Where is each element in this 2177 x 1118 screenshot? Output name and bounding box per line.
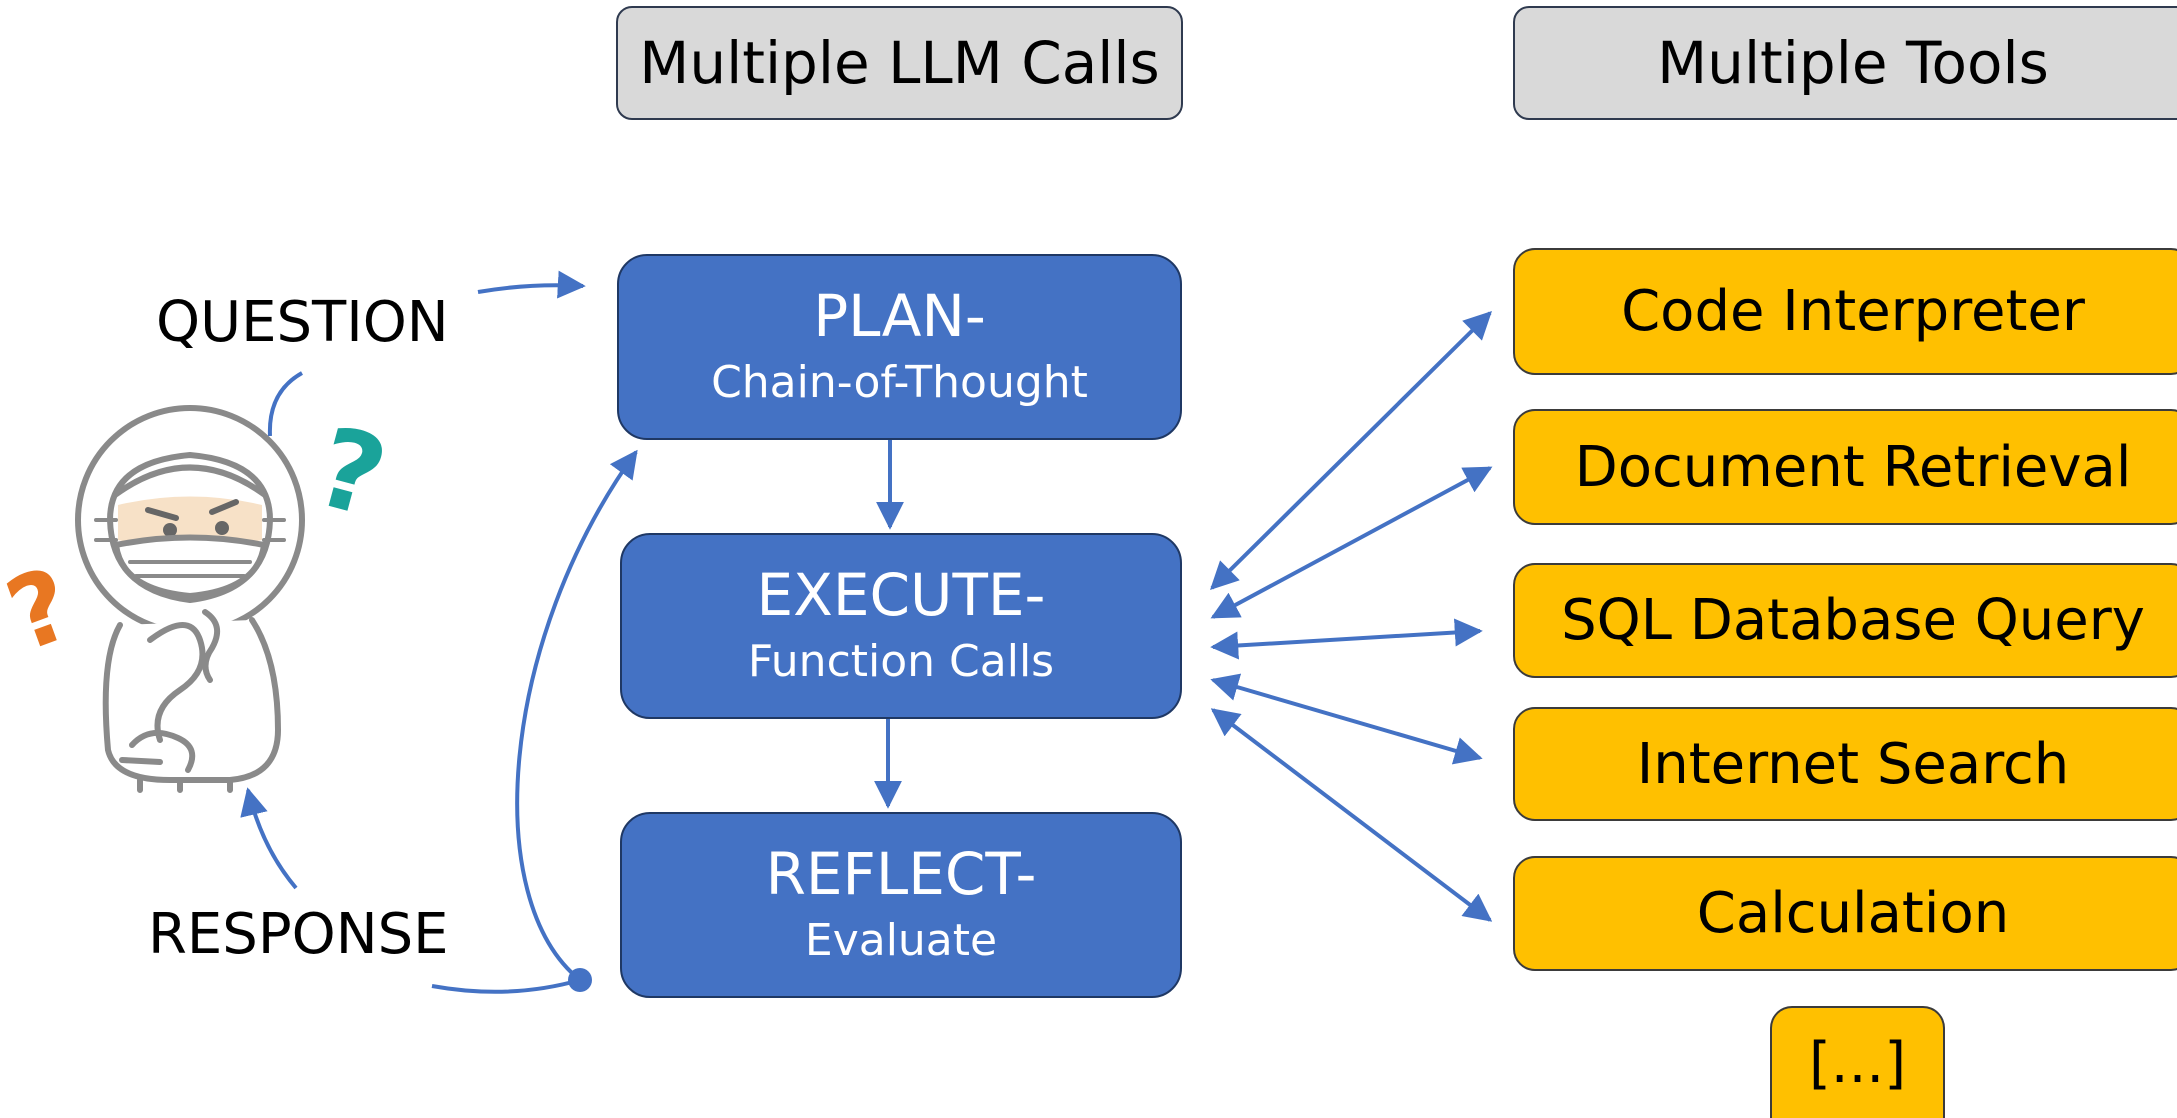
execute-sql-arrow [1210, 618, 1483, 660]
tool-calculation: Calculation [1513, 856, 2177, 971]
tool-sql-database-query: SQL Database Query [1513, 563, 2177, 678]
execute-calculation-arrow [1210, 708, 1493, 922]
tool-label: Document Retrieval [1574, 434, 2132, 500]
plan-step: PLAN- Chain-of-Thought [617, 254, 1182, 440]
execute-step-title: EXECUTE- [756, 560, 1046, 629]
tools-header: Multiple Tools [1513, 6, 2177, 120]
tool-more: [...] [1770, 1006, 1945, 1118]
tool-label: Internet Search [1636, 731, 2070, 797]
llm-calls-header: Multiple LLM Calls [616, 6, 1183, 120]
tool-code-interpreter: Code Interpreter [1513, 248, 2177, 375]
reflect-loop-arrow [515, 449, 638, 982]
loop-to-response-line [431, 978, 581, 994]
tool-label: [...] [1808, 1030, 1907, 1096]
response-to-person-arrow [240, 787, 298, 890]
person-to-question-line [267, 371, 304, 437]
plan-step-title: PLAN- [813, 281, 986, 350]
question-to-plan-arrow [477, 270, 586, 299]
execute-step: EXECUTE- Function Calls [620, 533, 1182, 719]
llm-calls-header-label: Multiple LLM Calls [639, 29, 1160, 97]
question-label: QUESTION [156, 290, 449, 355]
tools-header-label: Multiple Tools [1657, 29, 2049, 97]
tool-label: SQL Database Query [1561, 588, 2145, 653]
execute-code-interpreter-arrow [1210, 311, 1492, 590]
tool-document-retrieval: Document Retrieval [1513, 409, 2177, 525]
reflect-step-title: REFLECT- [765, 839, 1037, 908]
thinking-person-icon [75, 405, 305, 793]
reflect-step: REFLECT- Evaluate [620, 812, 1182, 998]
tool-internet-search: Internet Search [1513, 707, 2177, 821]
tool-label: Calculation [1696, 881, 2010, 946]
reflect-step-subtitle: Evaluate [804, 914, 998, 966]
plan-step-subtitle: Chain-of-Thought [711, 356, 1088, 408]
orange-question-mark-icon: ? [0, 545, 87, 675]
execute-internet-search-arrow [1210, 673, 1483, 765]
response-label: RESPONSE [148, 902, 449, 967]
teal-question-mark-icon: ? [304, 402, 399, 542]
tool-label: Code Interpreter [1621, 279, 2085, 344]
execute-document-retrieval-arrow [1210, 466, 1493, 619]
execute-step-subtitle: Function Calls [747, 635, 1055, 687]
